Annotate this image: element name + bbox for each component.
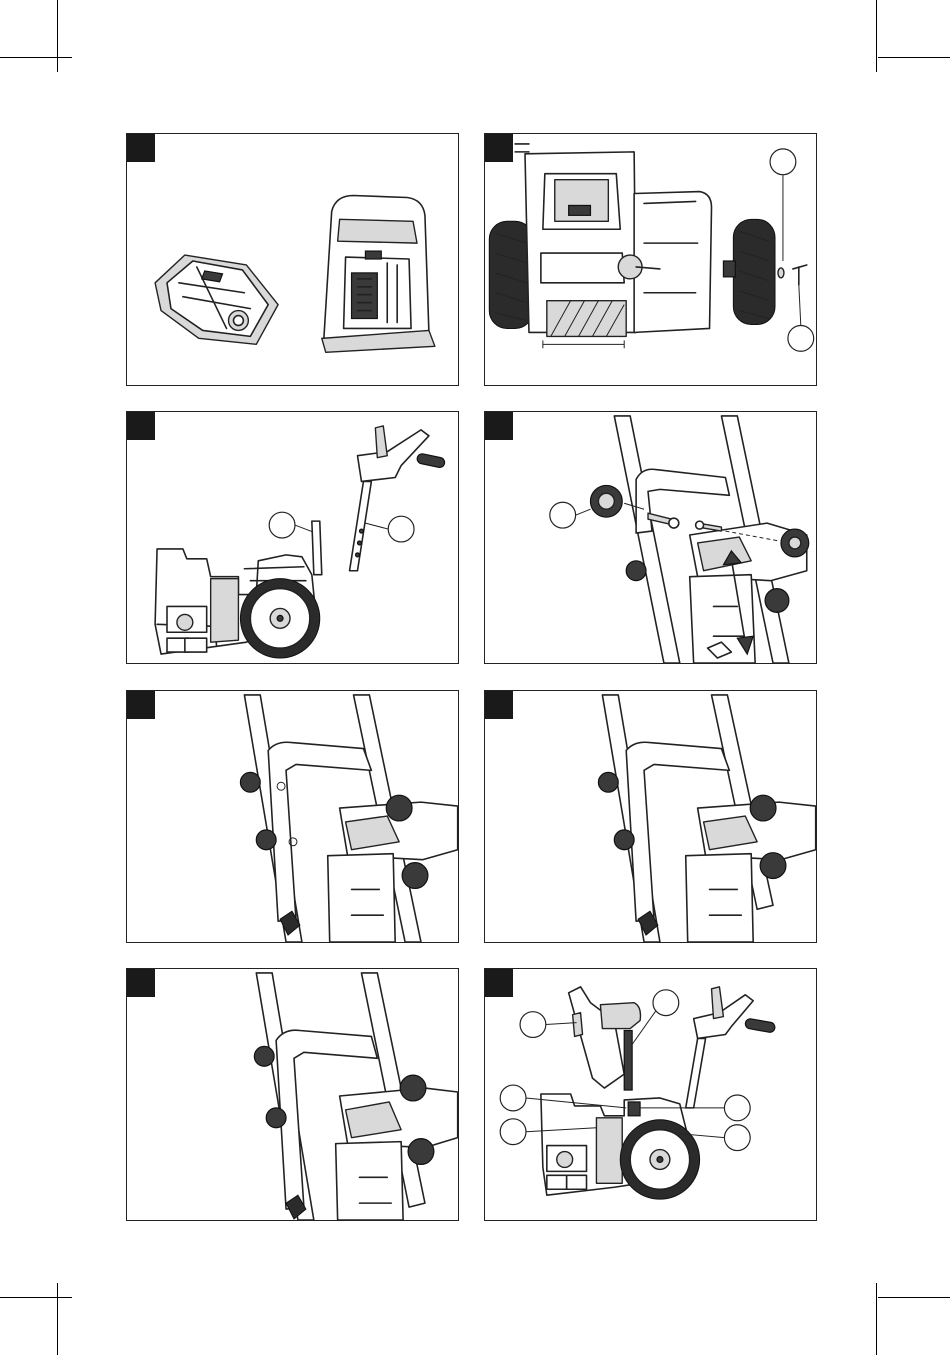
chute-assembly-exploded-illustration (485, 969, 816, 1220)
wheel-icon (240, 579, 319, 658)
figure-panel-1 (126, 133, 459, 386)
crop-mark-top-left-v (57, 0, 58, 72)
figure-panel-6 (484, 690, 817, 943)
handle-knob-assembly-illustration (485, 412, 816, 663)
handle-bar-icon (350, 426, 446, 571)
knob-icon (590, 485, 622, 517)
callout-circle (520, 1012, 546, 1038)
knob-icon (781, 529, 809, 557)
figure-panel-5 (126, 690, 459, 943)
figure-panel-2 (484, 133, 817, 386)
crop-mark-top-right-v (876, 0, 877, 72)
crop-mark-bottom-left-v (57, 1283, 58, 1355)
callout-circle (269, 512, 295, 538)
snow-thrower-side-handle-illustration (127, 412, 458, 663)
callout-circle (724, 1125, 750, 1151)
handle-frame-tightened-illustration (127, 969, 458, 1220)
callout-circle (724, 1095, 750, 1121)
battery-icon (155, 255, 278, 344)
crop-mark-top-right-h (878, 57, 950, 58)
battery-and-charger-illustration (127, 134, 458, 385)
snow-thrower-rear-wheel-illustration (485, 134, 816, 385)
crop-mark-bottom-right-v (876, 1283, 877, 1355)
handle-frame-adjust-illustration (485, 691, 816, 942)
crop-mark-bottom-left-h (0, 1297, 72, 1298)
figure-panel-8 (484, 968, 817, 1221)
crop-mark-top-left-h (0, 57, 72, 58)
callout-circle (788, 325, 814, 351)
callout-circle (653, 990, 679, 1016)
crop-mark-bottom-right-h (878, 1297, 950, 1298)
charger-icon (322, 196, 435, 353)
callout-circle (500, 1085, 526, 1111)
wheel-icon (620, 1120, 699, 1199)
wheel-removed-icon (723, 219, 775, 324)
handle-frame-knobs-illustration (127, 691, 458, 942)
figure-panel-7 (126, 968, 459, 1221)
callout-circle (388, 516, 414, 542)
callout-circle (550, 502, 576, 528)
callout-circle (500, 1119, 526, 1145)
handle-bar-icon (686, 987, 776, 1108)
callout-circle (770, 149, 796, 175)
figure-panel-3 (126, 411, 459, 664)
figure-panel-4 (484, 411, 817, 664)
